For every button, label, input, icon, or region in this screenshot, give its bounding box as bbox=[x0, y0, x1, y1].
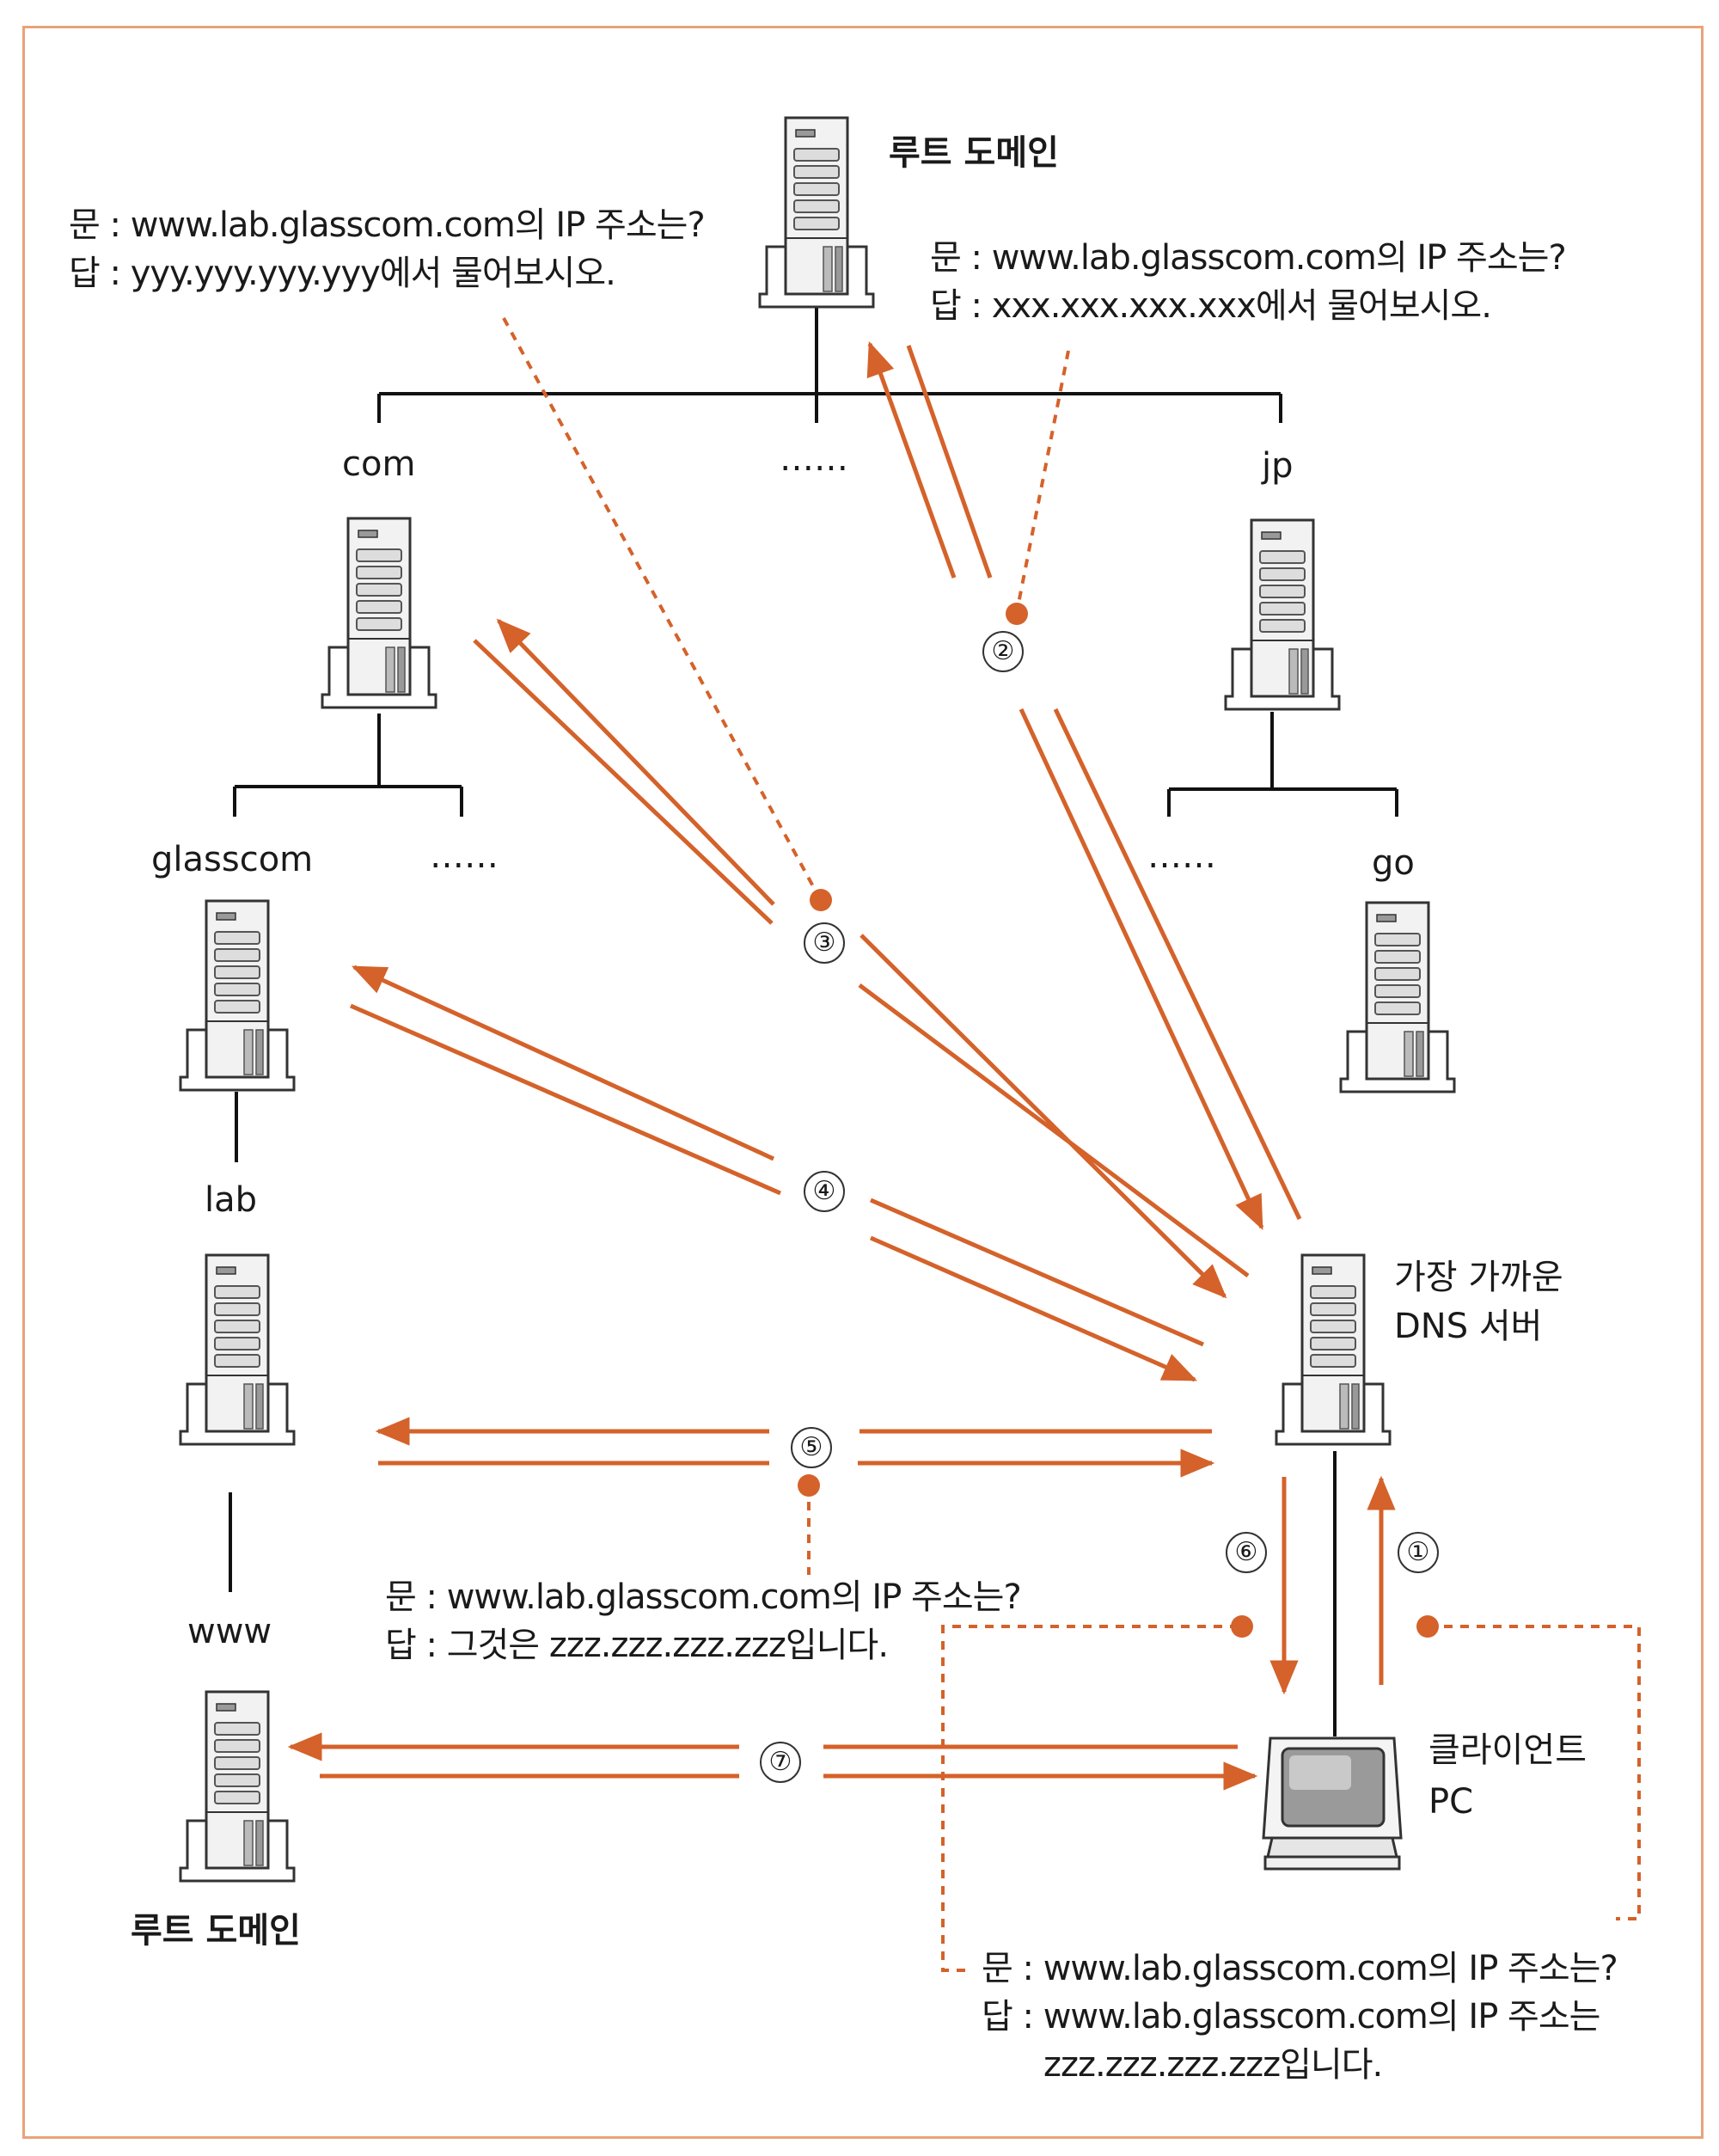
nearest-dns-server-icon bbox=[1275, 1253, 1392, 1446]
step-5-marker: ⑤ bbox=[791, 1427, 832, 1468]
lab-label: lab bbox=[205, 1180, 258, 1220]
com-note-answer: 답 : yyy.yyy.yyy.yyy에서 물어보시오. bbox=[69, 254, 616, 293]
root-note-answer: 답 : xxx.xxx.xxx.xxx에서 물어보시오. bbox=[930, 286, 1492, 326]
com-note-question: 문 : www.lab.glasscom.com의 IP 주소는? bbox=[69, 205, 706, 245]
client-note-answer-line2: zzz.zzz.zzz.zzz입니다. bbox=[1043, 2045, 1383, 2085]
root-domain-label-bottom: 루트 도메인 bbox=[131, 1911, 301, 1951]
com-server-icon bbox=[321, 517, 437, 709]
note-dots bbox=[798, 603, 1439, 1638]
go-label: go bbox=[1372, 843, 1415, 883]
step-6-marker: ⑥ bbox=[1226, 1532, 1267, 1573]
client-pc-icon bbox=[1262, 1736, 1403, 1871]
root-domain-label-top: 루트 도메인 bbox=[889, 133, 1059, 173]
tree-lines bbox=[229, 297, 1398, 1736]
com-server-answer-note: 문 : www.lab.glasscom.com의 IP 주소는? 답 : yy… bbox=[69, 201, 706, 297]
lab-server-answer-note: 문 : www.lab.glasscom.com의 IP 주소는? 답 : 그것… bbox=[385, 1573, 1022, 1669]
www-server-icon bbox=[179, 1690, 296, 1883]
step-2-marker: ② bbox=[982, 631, 1024, 672]
client-note-question: 문 : www.lab.glasscom.com의 IP 주소는? bbox=[982, 1949, 1618, 1988]
lab-server-icon bbox=[179, 1253, 296, 1446]
diagram-frame bbox=[22, 26, 1704, 2139]
glasscom-label: glasscom bbox=[151, 840, 314, 879]
step-7-marker: ⑦ bbox=[760, 1742, 801, 1783]
com-label: com bbox=[342, 444, 416, 484]
www-label: www bbox=[187, 1612, 272, 1651]
client-answer-note: 문 : www.lab.glasscom.com의 IP 주소는? 답 : ww… bbox=[982, 1945, 1618, 2089]
query-arrows bbox=[287, 340, 1396, 1791]
com-child-dots: …… bbox=[430, 836, 499, 876]
go-server-icon bbox=[1339, 901, 1456, 1093]
step-1-marker: ① bbox=[1398, 1532, 1439, 1573]
nearest-dns-label-line1: 가장 가까운 bbox=[1394, 1258, 1563, 1297]
client-pc-label-line2: PC bbox=[1428, 1782, 1474, 1822]
jp-server-icon bbox=[1224, 518, 1341, 711]
nearest-dns-label-line2: DNS 서버 bbox=[1394, 1307, 1543, 1346]
jp-child-dots: …… bbox=[1147, 836, 1216, 876]
client-pc-label-line1: 클라이언트 bbox=[1428, 1730, 1587, 1770]
root-server-answer-note: 문 : www.lab.glasscom.com의 IP 주소는? 답 : xx… bbox=[930, 234, 1567, 330]
jp-label: jp bbox=[1262, 446, 1294, 486]
top-level-dots: …… bbox=[780, 439, 848, 479]
step-3-marker: ③ bbox=[804, 922, 845, 964]
step-4-marker: ④ bbox=[804, 1171, 845, 1212]
root-note-question: 문 : www.lab.glasscom.com의 IP 주소는? bbox=[930, 238, 1567, 278]
lab-note-question: 문 : www.lab.glasscom.com의 IP 주소는? bbox=[385, 1577, 1022, 1617]
root-server-icon bbox=[758, 116, 875, 309]
lab-note-answer: 답 : 그것은 zzz.zzz.zzz.zzz입니다. bbox=[385, 1626, 889, 1665]
note-leaders bbox=[502, 317, 1641, 1972]
glasscom-server-icon bbox=[179, 899, 296, 1092]
client-note-answer-line1: 답 : www.lab.glasscom.com의 IP 주소는 bbox=[982, 1997, 1600, 2037]
